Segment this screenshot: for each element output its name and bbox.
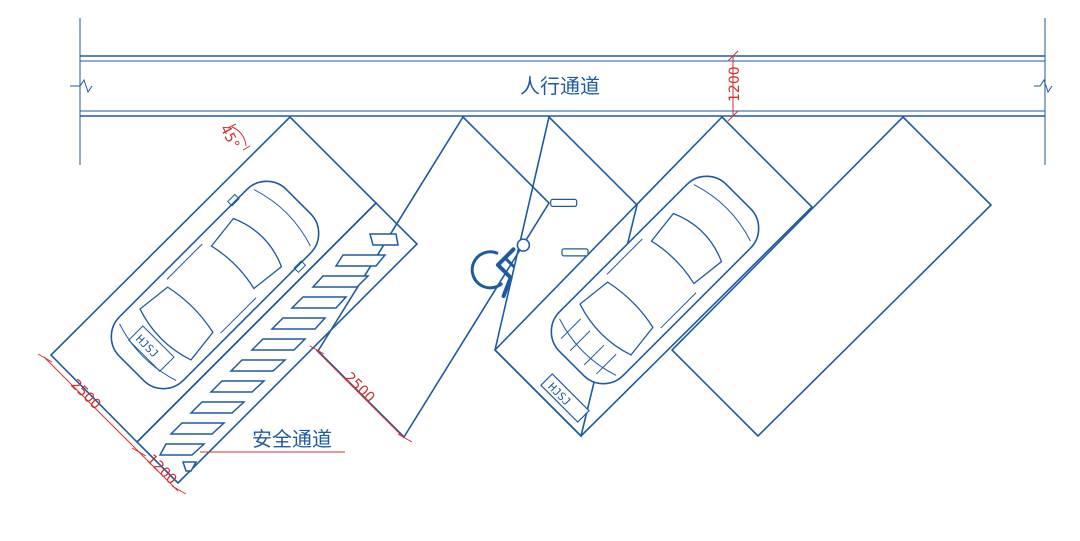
stall-3 [493,115,814,438]
stall-width-dimension: 2500 [37,353,147,457]
walkway-width-text: 1200 [727,66,743,102]
passage-width-text: 1200 [143,452,180,489]
passage-width-dimension: 1200 [137,450,187,495]
angle-text: 45° [216,122,242,151]
walkway-width-dimension: 1200 [727,50,743,122]
safety-passage-label: 安全通道 [252,427,332,451]
safety-passage-bay [135,201,419,485]
stall-width-text: 2500 [67,377,104,414]
stall-logo: HJSJ [540,373,590,423]
safety-passage-callout: 安全通道 [200,427,345,453]
wheelchair-icon [470,198,589,299]
walkway: 人行通道 [70,18,1053,165]
car-icon [550,175,760,385]
car-icon: HJSJ [110,180,320,390]
parking-stalls [49,115,993,485]
walkway-label: 人行通道 [520,74,600,98]
stall-4 [670,115,993,438]
safety-passage-hatching [158,233,399,472]
angle-dimension: 45° [216,122,251,152]
stall-width-mid-text: 2500 [341,370,378,407]
